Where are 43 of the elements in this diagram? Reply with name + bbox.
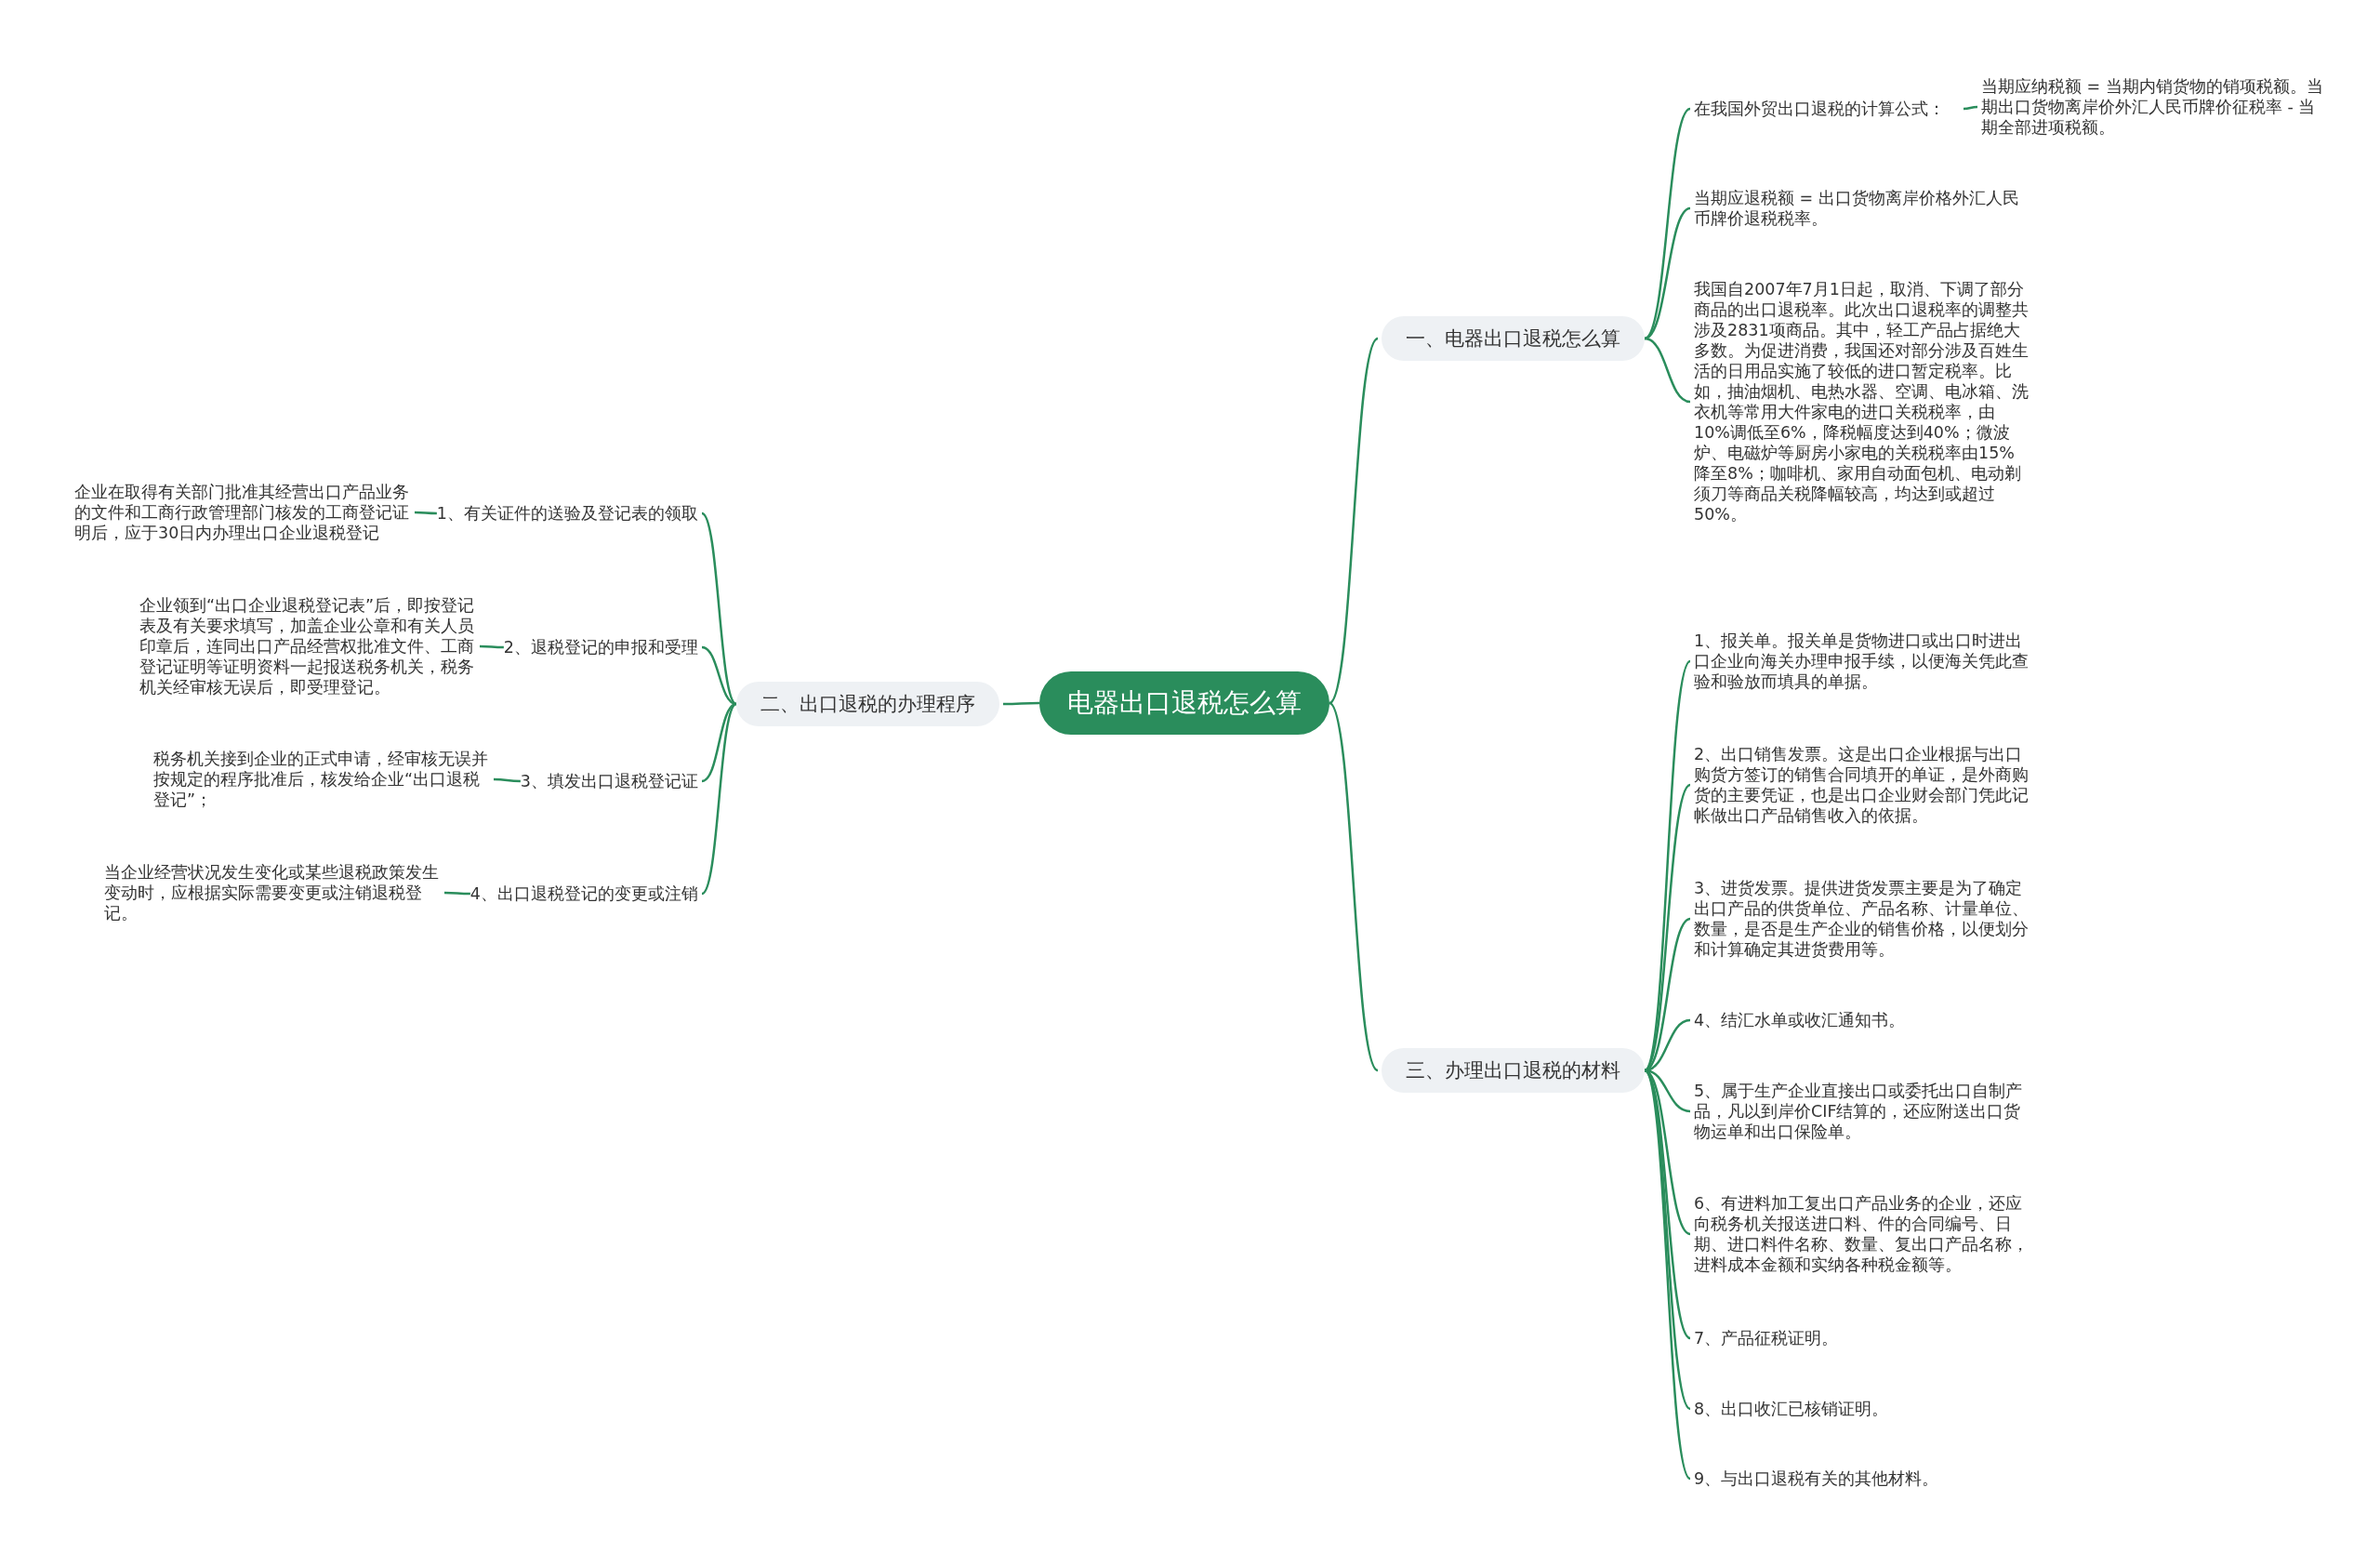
branch-topic: 一、电器出口退税怎么算 <box>1382 316 1645 361</box>
connector-line <box>701 512 737 705</box>
topic-text: 在我国外贸出口退税的计算公式： <box>1694 99 1964 119</box>
connector-line <box>701 703 737 895</box>
connector-line <box>701 702 737 783</box>
topic-text: 企业在取得有关部门批准其经营出口产品业务的文件和工商行政管理部门核发的工商登记证明后，应于30日内办理出口企业退税登记 <box>74 482 411 543</box>
topic-text: 税务机关接到企业的正式申请，经审核无误并按规定的程序批准后，核发给企业“出口退税登记”； <box>153 749 490 810</box>
subtopic-text: 2、退税登记的申报和受理 <box>503 637 698 657</box>
branch-topic: 二、出口退税的办理程序 <box>736 682 999 726</box>
connector-line <box>494 777 521 783</box>
connector-line <box>1643 1069 1692 1480</box>
topic-text: 5、属于生产企业直接出口或委托出口自制产品，凡以到岸价CIF结算的，还应附送出口货物运单和出口保险单。 <box>1694 1081 2029 1142</box>
connector-line <box>1329 338 1379 704</box>
central-topic: 电器出口退税怎么算 <box>1039 671 1329 735</box>
connector-line <box>480 644 504 649</box>
topic-text: 我国自2007年7月1日起，取消、下调了部分商品的出口退税率。此次出口退税率的调整共涉及2831项商品。其中，轻工产品占据绝大多数。为促进消费，我国还对部分涉及百姓生活的日用品实施了较低的进口暂定税率。比如，抽油烟机、电热水器、空调、电冰箱、洗衣机等常用大件家电的进口关税税率，由10%调低至6%，降税幅度达到40%；微波炉、电磁炉等厨房小家电的关税税率由15%降至8%；咖啡机、家用自动面包机、电动剃须刀等商品关税降幅较高，均达到或超过50%。 <box>1694 279 2029 525</box>
subtopic-text: 3、填发出口退税登记证 <box>520 771 698 791</box>
connector-line <box>444 891 470 896</box>
subtopic-text: 1、有关证件的送验及登记表的领取 <box>436 503 698 524</box>
connector-line <box>415 511 437 515</box>
topic-text: 当企业经营状况发生变化或某些退税政策发生变动时，应根据实际需要变更或注销退税登记。 <box>104 862 441 923</box>
branch-topic: 三、办理出口退税的材料 <box>1382 1048 1645 1093</box>
topic-text: 9、与出口退税有关的其他材料。 <box>1694 1468 2029 1489</box>
connector-line <box>1644 108 1691 339</box>
topic-text: 当期应纳税额 = 当期内销货物的销项税额。当期出口货物离岸价外汇人民币牌价征税率 - 当期全部进项税额。 <box>1981 76 2325 138</box>
topic-text: 当期应退税额 = 出口货物离岸价格外汇人民币牌价退税税率。 <box>1694 188 2029 229</box>
connector-line <box>1329 702 1379 1071</box>
connector-line <box>1644 784 1691 1071</box>
topic-text: 3、进货发票。提供进货发票主要是为了确定出口产品的供货单位、产品名称、计量单位、数量，是否是生产企业的销售价格，以便划分和计算确定其进货费用等。 <box>1694 878 2029 960</box>
connector-line <box>701 645 737 706</box>
topic-text: 4、结汇水单或收汇通知书。 <box>1694 1010 2029 1030</box>
topic-text: 企业领到“出口企业退税登记表”后，即按登记表及有关要求填写，加盖企业公章和有关人员印章后，连同出口产品经营权批准文件、工商登记证明等证明资料一起报送税务机关，税务机关经审核无误后，即受理登记。 <box>139 595 476 697</box>
topic-text: 8、出口收汇已核销证明。 <box>1694 1399 2029 1419</box>
connector-line <box>1963 105 1978 111</box>
topic-text: 2、出口销售发票。这是出口企业根据与出口购货方签订的销售合同填开的单证，是外商购货的主要凭证，也是出口企业财会部门凭此记帐做出口产品销售收入的依据。 <box>1694 744 2029 826</box>
connector-line <box>1003 701 1039 706</box>
connector-line <box>1644 337 1691 404</box>
topic-text: 1、报关单。报关单是货物进口或出口时进出口企业向海关办理申报手续，以便海关凭此查验和验放而填具的单据。 <box>1694 631 2029 692</box>
subtopic-text: 4、出口退税登记的变更或注销 <box>469 883 698 904</box>
connector-line <box>1644 206 1691 340</box>
connector-line <box>1643 660 1692 1071</box>
topic-text: 6、有进料加工复出口产品业务的企业，还应向税务机关报送进口料、件的合同编号、日期、进口料件名称、数量、复出口产品名称，进料成本金额和实纳各种税金额等。 <box>1694 1193 2029 1275</box>
topic-text: 7、产品征税证明。 <box>1694 1328 2029 1348</box>
